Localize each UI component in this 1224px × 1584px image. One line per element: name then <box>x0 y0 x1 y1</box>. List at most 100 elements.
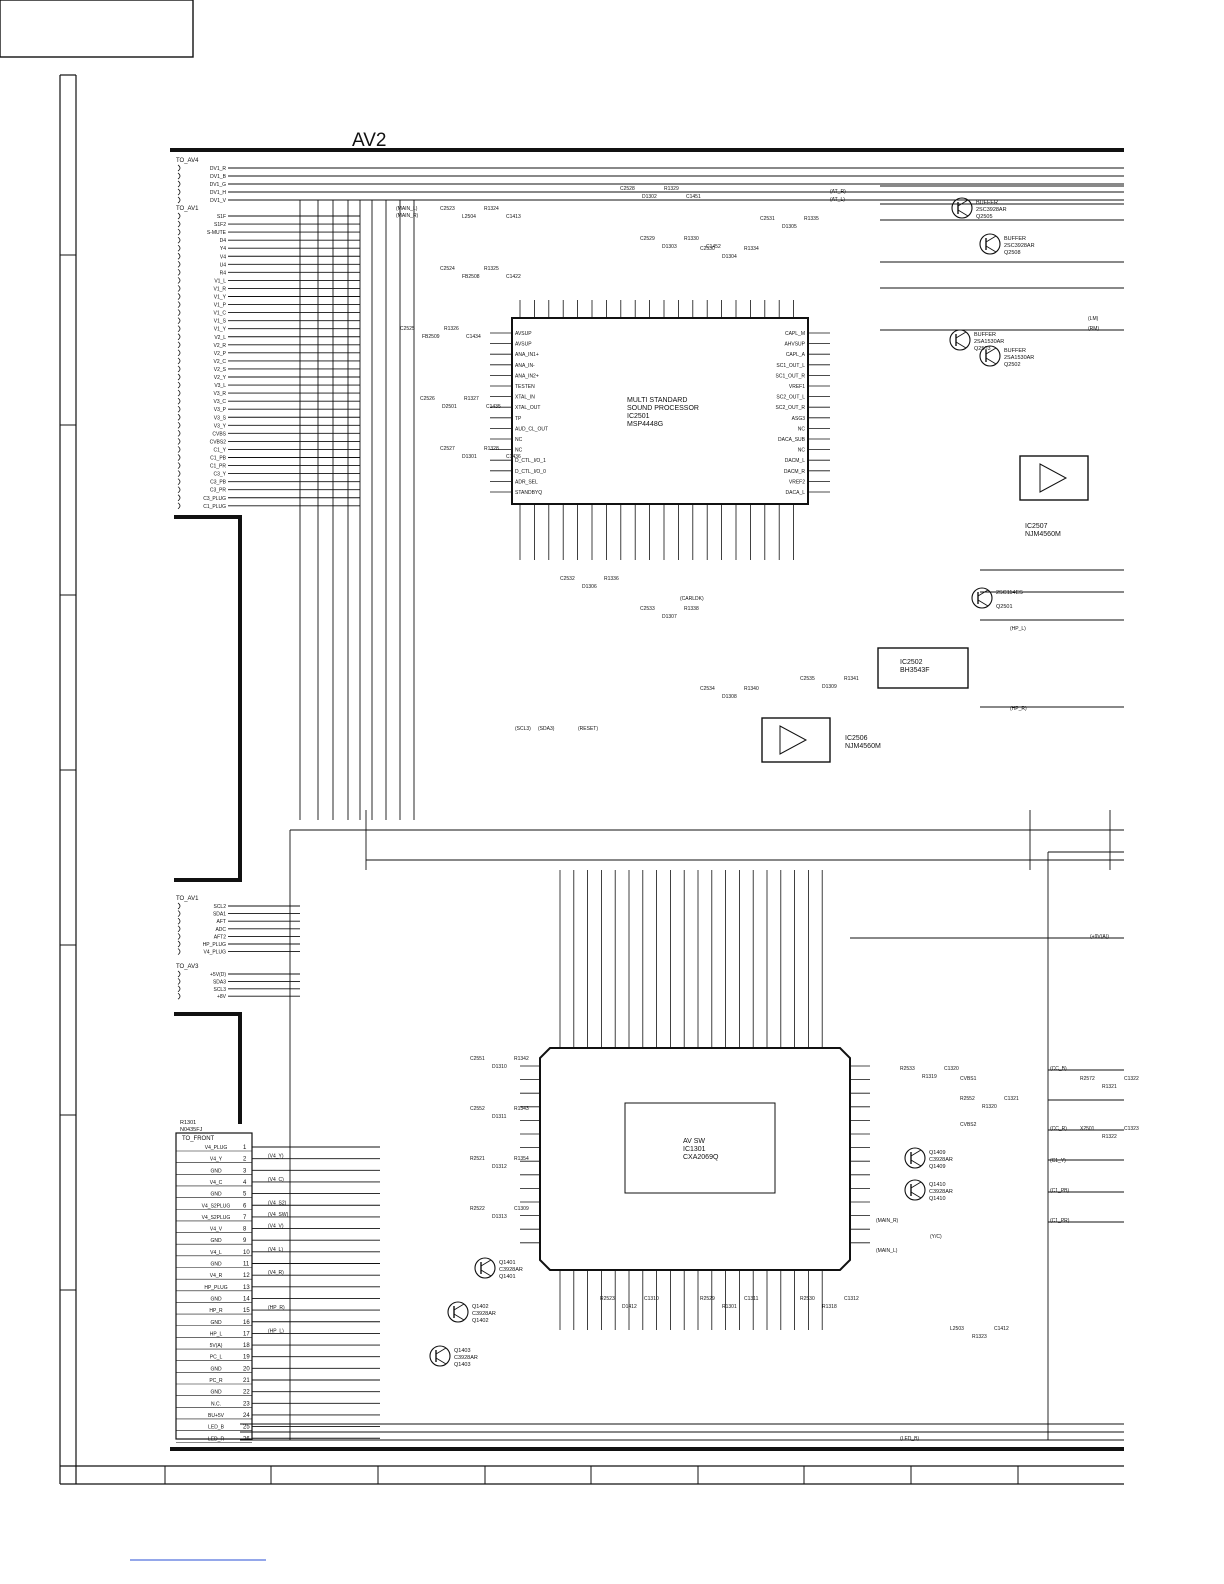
pin-socket <box>177 349 181 357</box>
ic2506-label-2: NJM4560M <box>845 743 881 750</box>
component-ref: R2529 <box>700 1296 715 1302</box>
front-pin-number: 25 <box>243 1425 250 1431</box>
connector-pin-label: V2_S <box>214 367 227 373</box>
transistor-ref: Q1410 <box>929 1196 946 1202</box>
pin-socket <box>177 389 181 397</box>
front-pin-number: 13 <box>243 1285 250 1291</box>
component-ref: C2528 <box>620 186 635 192</box>
pin-socket <box>177 269 181 276</box>
pin-socket <box>177 933 181 940</box>
transistor-label: Q1402 <box>472 1304 489 1310</box>
component-ref: X2501 <box>1080 1126 1095 1132</box>
pin-socket <box>177 252 181 260</box>
front-pin-number: 6 <box>243 1203 247 1209</box>
front-pin-name: LED_B <box>208 1425 225 1431</box>
connector-pin-label: S1F <box>217 214 226 220</box>
ic2507-label-2: NJM4560M <box>1025 531 1061 538</box>
transistor-collector <box>985 347 997 355</box>
transistor-body <box>447 1301 469 1323</box>
pin-socket <box>177 277 181 284</box>
net-label: (HP_R) <box>1010 706 1027 712</box>
ic2501-body <box>511 317 809 505</box>
pin-socket <box>177 244 181 252</box>
connector-pin-label: R4 <box>220 270 227 276</box>
ic1301-inner <box>624 1102 776 1194</box>
net-labels: (MAIN_L)(MAIN_R)(AT_R)(AT_L)(LM)(RM)(HP_… <box>396 189 1109 1442</box>
component-ref: C1434 <box>466 334 481 340</box>
net-label: (LM) <box>1088 316 1099 322</box>
front-pin-number: 17 <box>243 1331 250 1337</box>
ic2501-left-pin: XTAL_OUT <box>515 405 540 411</box>
net-label: (MAIN_R) <box>396 213 419 219</box>
pin-socket <box>177 917 181 925</box>
transistor-label: BUFFER <box>1004 348 1026 354</box>
pin-socket <box>177 985 181 993</box>
front-pin-name: HP_R <box>209 1308 223 1314</box>
ic2501-right-pin: SC1_OUT_L <box>776 363 805 369</box>
component-ref: R1340 <box>744 686 759 692</box>
transistor-emitter <box>435 1357 447 1365</box>
front-pin-name: HP_L <box>210 1331 223 1337</box>
transistor-body <box>429 1345 451 1367</box>
net-label: (+9V(A)) <box>1090 934 1109 940</box>
transistor-collector <box>977 589 989 597</box>
ic1301-label-3: CXA2069Q <box>683 1154 719 1161</box>
avsw-ic: AV SW IC1301 CXA2069Q <box>520 870 870 1330</box>
component-ref: D1312 <box>492 1164 507 1170</box>
connector-part: N0435FJ <box>180 1127 203 1133</box>
pin-socket <box>177 373 181 381</box>
component-ref: C2526 <box>420 396 435 402</box>
connector-pin-label: D4 <box>220 238 227 244</box>
connector-pin-label: U4 <box>220 262 227 268</box>
connector-pin-label: S-MUTE <box>207 230 227 236</box>
front-pin-number: 15 <box>243 1308 250 1314</box>
transistor-label: BUFFER <box>1004 236 1026 242</box>
ic2502-label-2: BH3543F <box>900 667 930 674</box>
transistor-collector <box>453 1303 465 1311</box>
component-ref: C2551 <box>470 1056 485 1062</box>
transistor-body <box>951 197 973 219</box>
component-ref: C1321 <box>1004 1096 1019 1102</box>
transistor-part: C3928AR <box>929 1157 953 1163</box>
sheet-frame <box>0 0 1124 1561</box>
connector-pin-label: DV1_V <box>210 198 227 204</box>
component-ref: D1313 <box>492 1214 507 1220</box>
front-pin-number: 3 <box>243 1168 247 1174</box>
connector-pin-label: V1_C <box>213 311 226 317</box>
pin-socket <box>177 285 181 292</box>
connector-pin-label: V1_Y <box>214 327 227 333</box>
connector-pin-label: V4_PLUG <box>203 950 226 956</box>
pin-socket <box>177 502 181 510</box>
front-pin-number: 23 <box>243 1401 250 1407</box>
component-ref: D1301 <box>462 454 477 460</box>
net-label: (RESET) <box>578 726 598 732</box>
transistor-label: BUFFER <box>976 200 998 206</box>
pin-socket <box>177 228 181 236</box>
front-pin-number: 21 <box>243 1378 250 1384</box>
component-ref: R2522 <box>470 1206 485 1212</box>
connector-title: TO_AV1 <box>176 206 199 212</box>
transistor-body <box>949 329 971 351</box>
ic2501-left-pin: AUD_CL_OUT <box>515 426 548 432</box>
transistor-ref: Q1402 <box>472 1318 489 1324</box>
sheet-title: AV2 <box>352 130 387 151</box>
ic2501-left-pin: ANA_IN2+ <box>515 373 539 379</box>
component-ref: R1343 <box>514 1106 529 1112</box>
pin-socket <box>177 948 181 955</box>
pin-socket <box>177 260 181 268</box>
connector-pin-label: C3_PLUG <box>203 496 226 502</box>
pin-socket <box>177 902 181 910</box>
front-pin-name: V4_S2PLUG <box>202 1215 231 1221</box>
connector-pin-label: V3_P <box>214 407 227 413</box>
front-pin-name: BU+5V <box>208 1413 225 1419</box>
component-ref: R1334 <box>744 246 759 252</box>
connector-pin-label: SCL3 <box>213 987 226 993</box>
front-pin-name: HP_PLUG <box>204 1285 227 1291</box>
pin-socket <box>177 325 181 333</box>
transistor-emitter <box>453 1313 465 1321</box>
ic2501-left-pin: ANA_IN1+ <box>515 352 539 358</box>
transistor-emitter <box>985 357 997 365</box>
transistor-emitter <box>985 245 997 253</box>
pin-socket <box>177 188 181 196</box>
ic2506-body <box>761 717 831 763</box>
